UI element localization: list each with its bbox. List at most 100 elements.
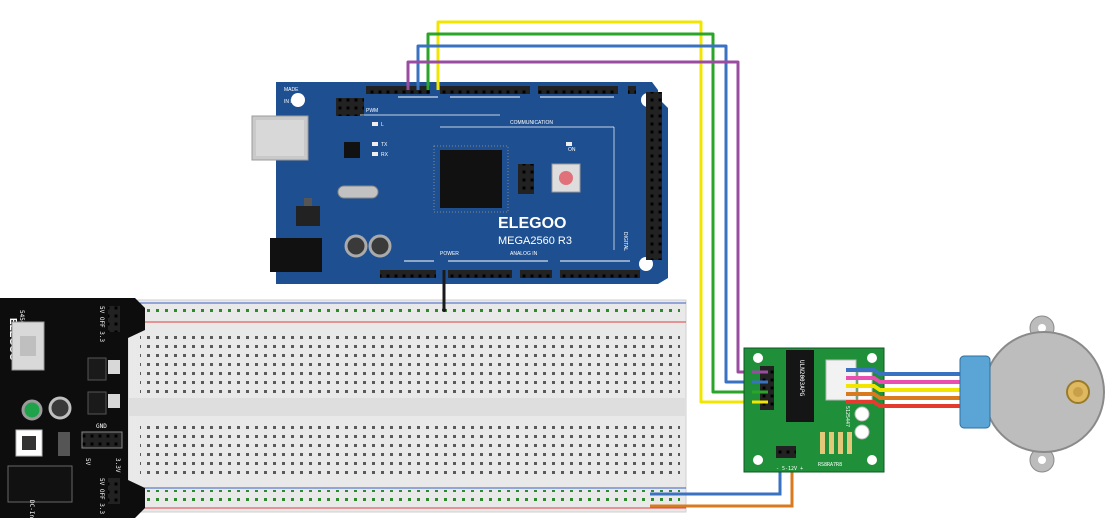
stepper-motor [959,315,1105,473]
motor-cable [846,368,966,408]
rx-label: RX [381,152,389,158]
regulator-bottom [87,391,107,415]
motor-wire-red [846,400,966,408]
digital-label: DIGITAL [622,232,628,251]
power-label: POWER [440,251,459,257]
led-tx-icon [372,142,378,146]
v33-label: 3.3V [114,458,121,473]
motor-wire-orange [846,392,966,400]
capacitor-icon [854,406,870,422]
header-right-double [646,92,662,260]
arduino-model: MEGA2560 R3 [498,235,572,247]
pin-label-strip [560,260,630,262]
motor-wire-yellow [846,384,966,392]
header-analog-2 [520,270,552,278]
chip-label: ULN2003APG [798,360,805,397]
driver-input-pins [760,366,774,410]
power-module-model: 545043 [18,310,25,332]
led-on-icon [566,142,572,146]
pin-label-strip [448,260,548,262]
made-label: MADE [284,87,299,93]
header-power [380,270,436,278]
reset-button-cap [559,171,573,185]
arduino-mega-board: MADE IN ITALY L TX RX ON [251,82,668,284]
mount-hole [291,93,305,107]
usb-port-inner [20,336,36,356]
part-label: 5125447 [844,406,850,427]
power-button[interactable] [48,396,72,420]
uln2003-driver-board: ULN2003APG RS8RA7R8 5125447 - 5-12V + [743,347,885,473]
pwm-label: PWM [366,108,378,114]
terminal-strip-bottom [140,420,680,480]
resistor-icon [847,432,852,454]
header-top-1 [366,86,430,94]
capacitor-icon [368,234,392,258]
v5-label: 5V [84,458,91,466]
crystal-oscillator [337,185,379,199]
rail-holes-bottom [140,490,680,502]
motor-tab-top-hole [1038,324,1046,332]
driver-power-pins [776,446,796,458]
mount-hole [753,353,763,363]
driver-input-wires [752,370,768,404]
resistor-icon [820,432,825,454]
power-supply-module: ELEGOO 545043 5V OFF 3.3 GND 5V 3.3V DC-… [0,298,145,518]
capacitor-bottom [108,394,120,408]
motor-wire-housing [959,355,991,429]
led-rx-icon [372,152,378,156]
wire-gnd-black-end [442,308,446,312]
power-switch-knob [22,436,36,450]
mount-hole [867,455,877,465]
uln2003-chip [786,350,814,422]
communication-label: COMMUNICATION [510,120,553,126]
header-pins-bottom [108,478,120,504]
dc-in-label: DC-In [28,500,35,518]
header-right-corner [628,86,636,94]
usb-b-port-inner [256,120,304,156]
barrel-jack-icon [270,238,322,272]
usb-port-icon [11,321,45,371]
signal-wires [406,20,752,404]
driver-power-label: - 5-12V + [776,466,803,472]
wire-green [426,32,752,394]
mount-hole [753,455,763,465]
power-led-icon [21,399,43,421]
mount-hole [639,257,653,271]
analog-in-label: ANALOG IN [510,251,538,257]
voltage-regulator-tab [304,198,312,206]
pin-label-strip [398,96,438,98]
motor-wire-pink [846,376,966,384]
italy-label: IN ITALY [284,99,304,105]
motor-shaft-center [1073,387,1083,397]
motor-tab-bottom-hole [1038,456,1046,464]
led-l-icon [372,122,378,126]
capacitor-icon [344,234,368,258]
dc-jack-icon [7,465,73,503]
resistor-icon [829,432,834,454]
center-channel [128,398,686,416]
gnd-label: GND [96,423,107,430]
power-module-edge [2,298,5,518]
wire-power-orange [650,456,794,508]
resistor-icon [838,432,843,454]
mount-hole [867,353,877,363]
gnd-header-pins [81,431,123,449]
pin-label-strip [404,260,434,262]
pin-label-strip [450,96,520,98]
usb-chip [344,142,360,158]
rail-holes-top [140,306,680,318]
motor-wire-blue [846,368,966,376]
header-analog-1 [448,270,512,278]
capacitor-top [108,360,120,374]
icsp-header-2 [518,164,534,194]
capacitor-icon [854,424,870,440]
arduino-brand: ELEGOO [498,215,566,232]
atmega-chip [440,150,502,208]
breadboard [127,299,687,513]
top-switch-label: 5V OFF 3.3 [98,306,105,343]
pin-label-strip [540,96,614,98]
tx-label: TX [381,142,388,148]
l-label: L [381,122,384,128]
resistor-label: RS8RA7R8 [818,462,842,468]
